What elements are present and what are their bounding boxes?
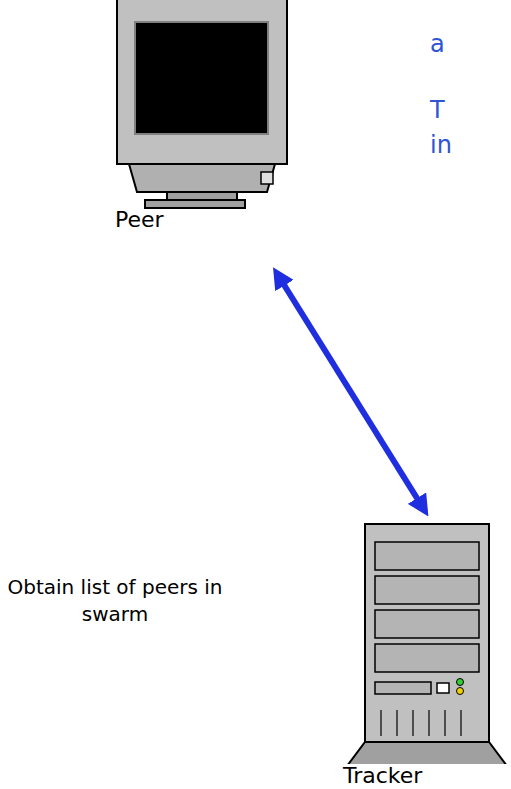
server-drawing — [343, 514, 508, 764]
node-label: Peer — [115, 207, 164, 232]
tracker-server: Tracker — [343, 514, 508, 788]
node-label: Tracker — [343, 763, 422, 788]
cut-off-text: T — [430, 96, 445, 124]
connector-label: Obtain list of peers in swarm — [2, 574, 228, 628]
cut-off-text: a — [430, 30, 445, 58]
request-arrow — [281, 280, 425, 511]
cut-off-text: in — [430, 131, 452, 159]
server-icon — [347, 524, 507, 764]
monitor-icon — [117, 0, 287, 208]
peer-computer: Peer — [115, 0, 293, 276]
